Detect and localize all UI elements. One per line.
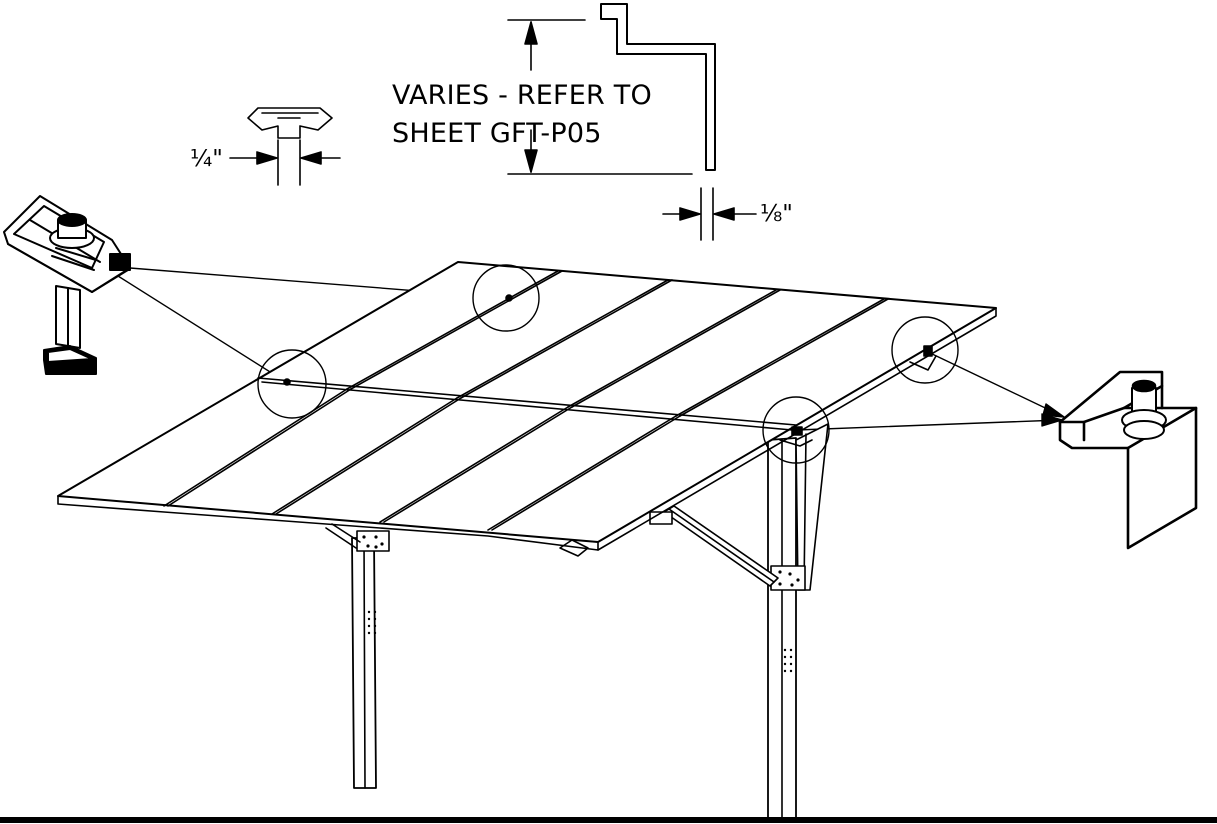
bolt-holes[interactable] [362,535,800,673]
clamp-section-icon [248,108,332,138]
panel-step-profile [601,4,715,170]
varies-dimension [508,20,692,174]
varies-note-line2: SHEET GFT-P05 [392,118,602,149]
end-clamp-detail [1060,372,1196,548]
clamp-gap-dimension [230,140,340,185]
panel-gap-dimension [663,188,756,240]
varies-note-line1: VARIES - REFER TO [392,80,652,111]
mid-clamp-detail [4,196,130,374]
detail-circles[interactable] [258,265,958,463]
clamp-gap-label: ¼" [190,146,223,172]
support-structure [326,424,828,820]
solar-panel-array [58,262,996,550]
panel-gap-label: ⅛" [760,201,793,227]
